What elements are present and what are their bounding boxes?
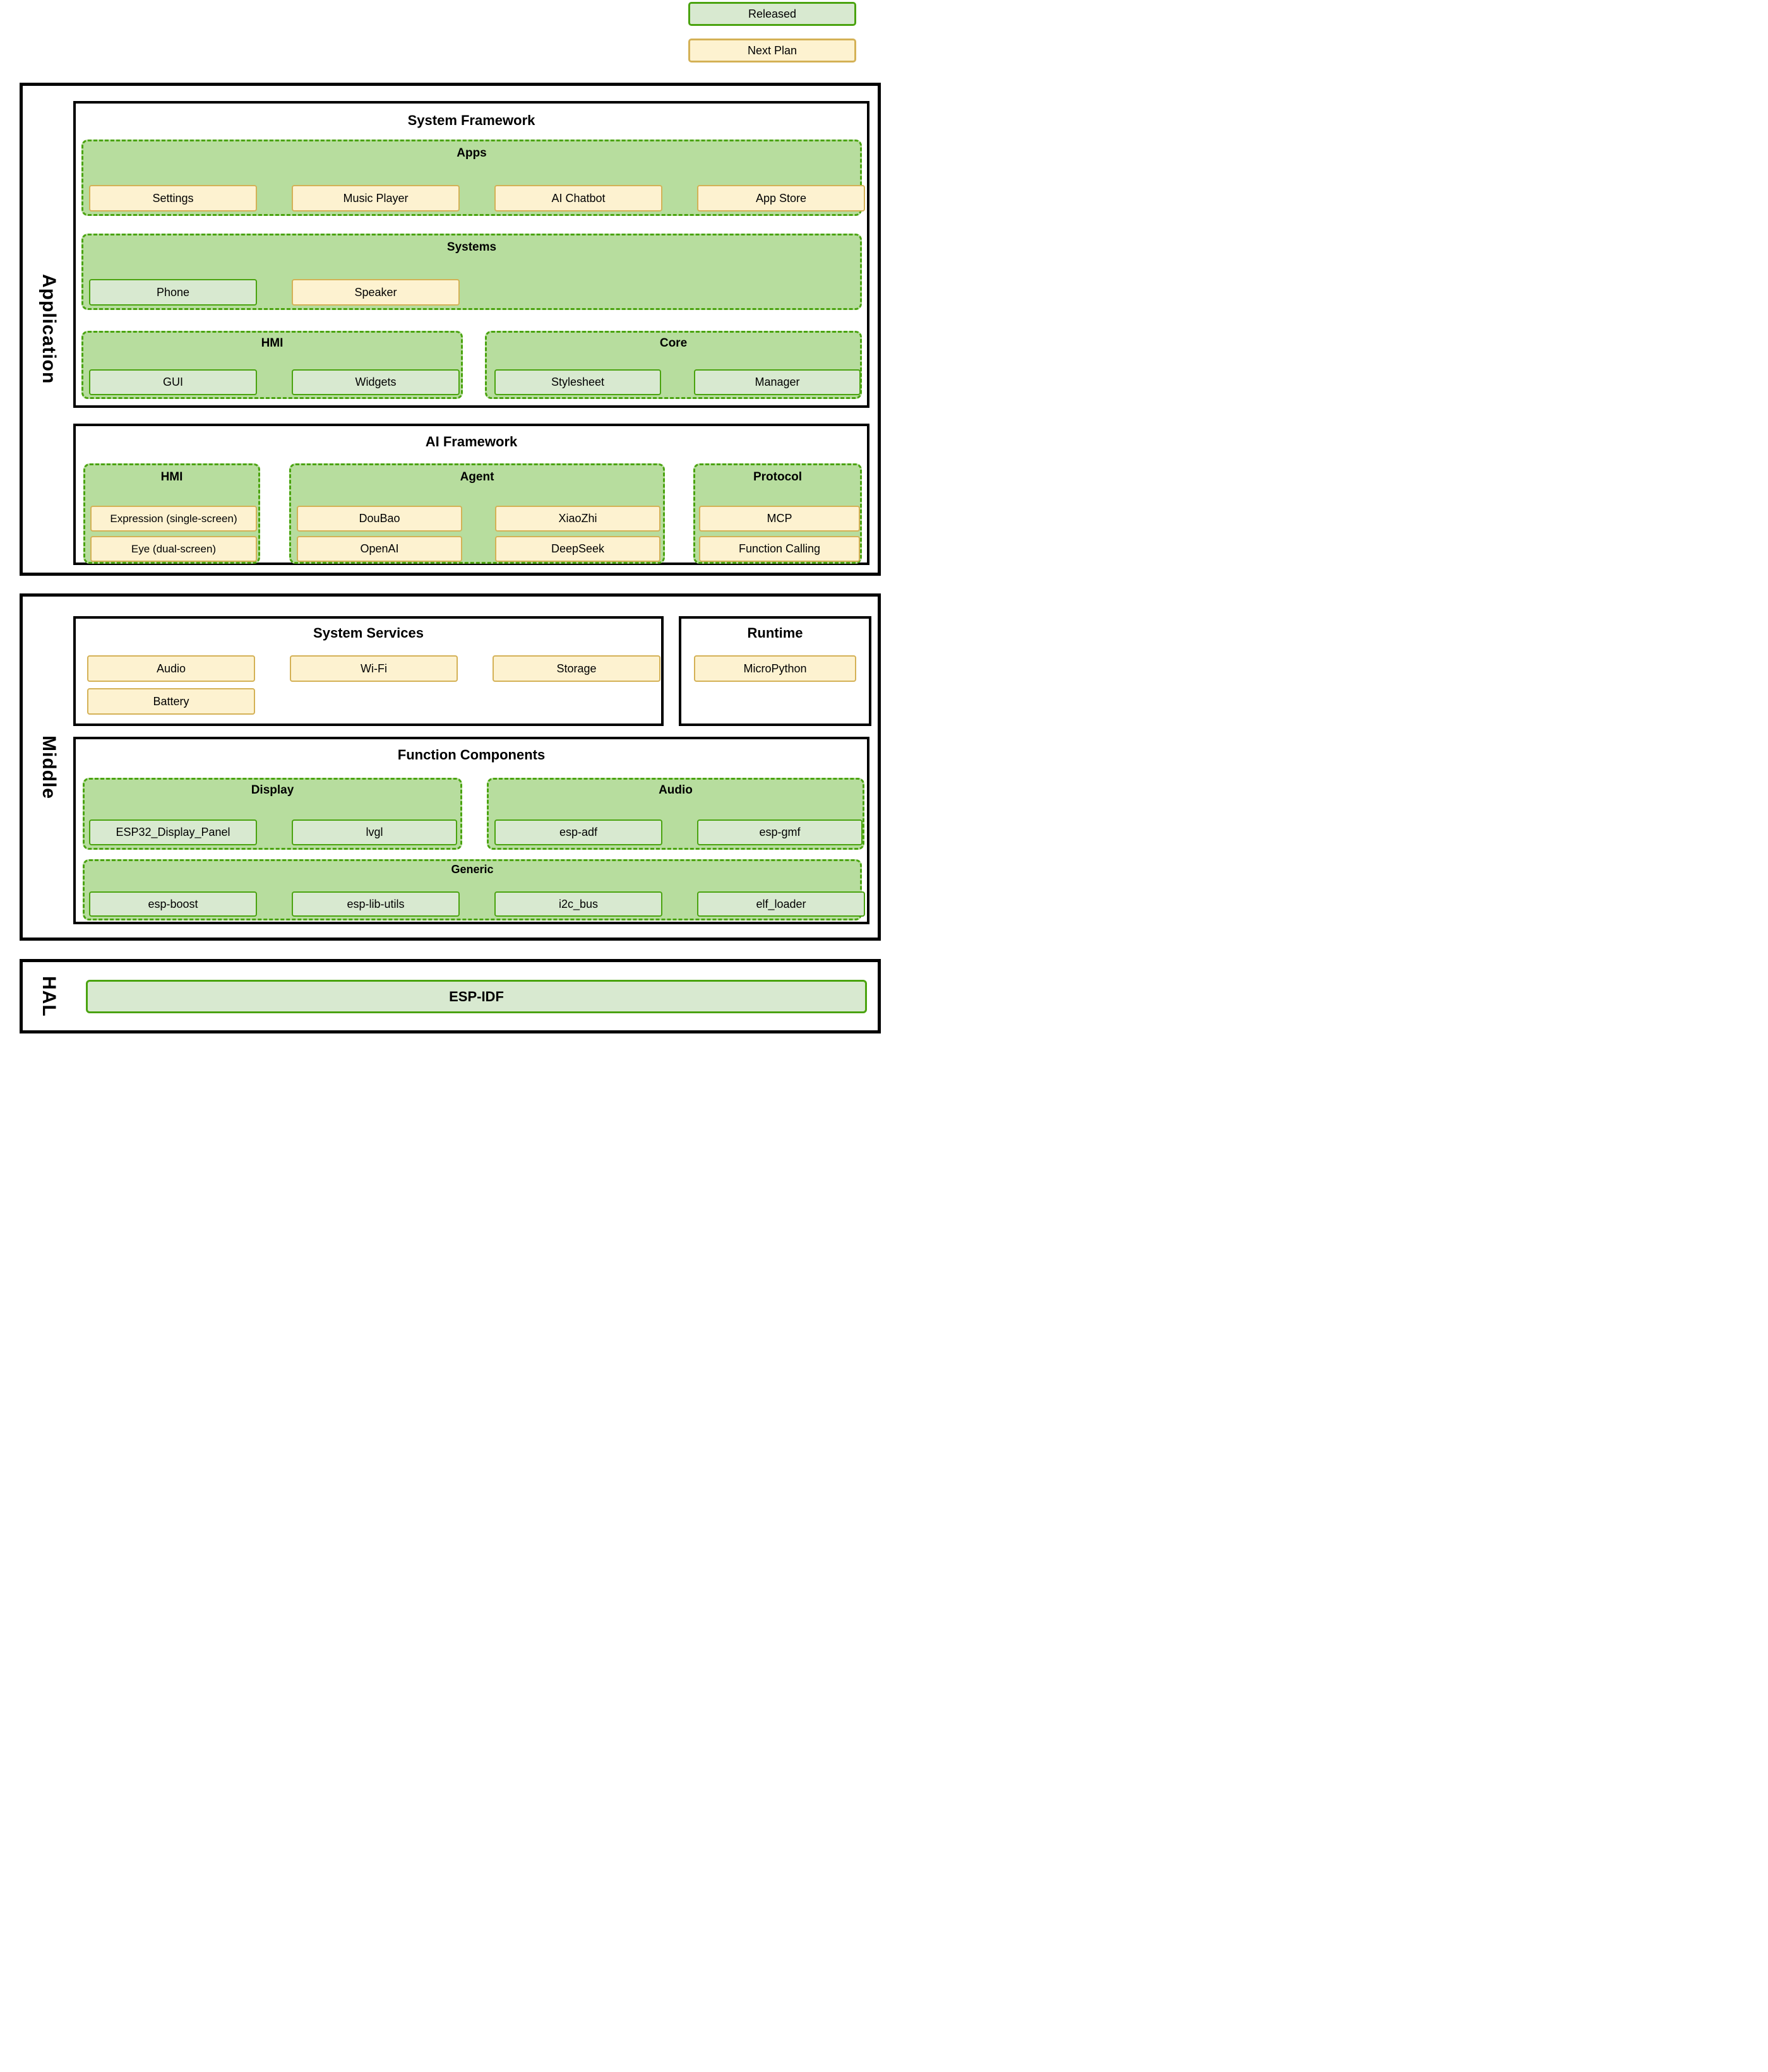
middle-layer-label: Middle <box>39 735 59 799</box>
chip-phone: Phone <box>89 279 257 306</box>
chip-deepseek: DeepSeek <box>495 536 660 562</box>
chip-doubao: DouBao <box>297 506 462 532</box>
chip-expression-single-screen: Expression (single-screen) <box>90 506 257 532</box>
group-hmi: HMI GUI Widgets <box>81 331 463 399</box>
chip-openai: OpenAI <box>297 536 462 562</box>
chip-widgets: Widgets <box>292 369 460 395</box>
group-protocol-label: Protocol <box>753 470 803 484</box>
chip-esp-lib-utils: esp-lib-utils <box>292 891 460 917</box>
chip-app-store: App Store <box>697 185 865 211</box>
panel-runtime: Runtime MicroPython <box>679 616 871 726</box>
chip-lvgl: lvgl <box>292 819 457 845</box>
application-layer: Application System Framework Apps Settin… <box>20 83 881 576</box>
hal-layer-label: HAL <box>39 975 59 1017</box>
system-services-title: System Services <box>313 625 424 641</box>
panel-system-framework: System Framework Apps Settings Music Pla… <box>73 101 869 408</box>
group-core-label: Core <box>659 336 688 350</box>
ai-framework-title: AI Framework <box>425 434 518 450</box>
group-apps: Apps Settings Music Player AI Chatbot Ap… <box>81 140 865 216</box>
system-framework-title: System Framework <box>407 112 535 128</box>
chip-mcp: MCP <box>699 506 860 532</box>
group-generic-label: Generic <box>451 863 494 876</box>
group-fc-audio-label: Audio <box>659 783 693 797</box>
chip-i2c-bus: i2c_bus <box>494 891 662 917</box>
chip-esp-boost: esp-boost <box>89 891 257 917</box>
group-display-label: Display <box>251 783 294 797</box>
group-apps-label: Apps <box>457 146 487 160</box>
group-ai-hmi: HMI Expression (single-screen) Eye (dual… <box>83 463 260 564</box>
runtime-title: Runtime <box>747 625 803 641</box>
chip-music-player: Music Player <box>292 185 460 211</box>
chip-esp32-display-panel: ESP32_Display_Panel <box>89 819 257 845</box>
group-fc-audio: Audio esp-adf esp-gmf <box>487 778 864 850</box>
group-systems: Systems Phone Speaker <box>81 234 862 310</box>
panel-system-services: System Services Audio Wi-Fi Storage Batt… <box>73 616 664 726</box>
group-ai-hmi-label: HMI <box>160 470 183 484</box>
group-protocol: Protocol MCP Function Calling <box>693 463 862 564</box>
chip-micropython: MicroPython <box>694 655 856 682</box>
chip-manager: Manager <box>694 369 861 395</box>
chip-ai-chatbot: AI Chatbot <box>494 185 662 211</box>
group-display: Display ESP32_Display_Panel lvgl <box>83 778 462 850</box>
group-agent: Agent DouBao XiaoZhi OpenAI DeepSeek <box>289 463 665 564</box>
application-layer-label: Application <box>39 274 59 384</box>
chip-xiaozhi: XiaoZhi <box>495 506 660 532</box>
group-core: Core Stylesheet Manager <box>485 331 862 399</box>
chip-stylesheet: Stylesheet <box>494 369 661 395</box>
chip-function-calling: Function Calling <box>699 536 860 562</box>
panel-function-components: Function Components Display ESP32_Displa… <box>73 737 869 924</box>
chip-storage-service: Storage <box>493 655 660 682</box>
architecture-diagram: Released Next Plan Application System Fr… <box>0 0 884 1036</box>
middle-layer: Middle System Services Audio Wi-Fi Stora… <box>20 593 881 941</box>
chip-speaker: Speaker <box>292 279 460 306</box>
function-components-title: Function Components <box>397 747 546 763</box>
panel-ai-framework: AI Framework HMI Expression (single-scre… <box>73 424 869 565</box>
chip-battery-service: Battery <box>87 688 255 715</box>
chip-eye-dual-screen: Eye (dual-screen) <box>90 536 257 562</box>
chip-esp-gmf: esp-gmf <box>697 819 863 845</box>
group-systems-label: Systems <box>446 241 497 254</box>
chip-settings: Settings <box>89 185 257 211</box>
chip-wifi-service: Wi-Fi <box>290 655 458 682</box>
group-hmi-label: HMI <box>261 336 284 350</box>
hal-layer: HAL ESP-IDF <box>20 959 881 1033</box>
chip-esp-idf: ESP-IDF <box>86 980 867 1013</box>
chip-audio-service: Audio <box>87 655 255 682</box>
legend-released-chip: Released <box>688 2 856 26</box>
chip-gui: GUI <box>89 369 257 395</box>
chip-esp-adf: esp-adf <box>494 819 662 845</box>
group-generic: Generic esp-boost esp-lib-utils i2c_bus … <box>83 859 865 920</box>
legend-next-plan-chip: Next Plan <box>688 39 856 63</box>
group-agent-label: Agent <box>460 470 494 484</box>
chip-elf-loader: elf_loader <box>697 891 865 917</box>
